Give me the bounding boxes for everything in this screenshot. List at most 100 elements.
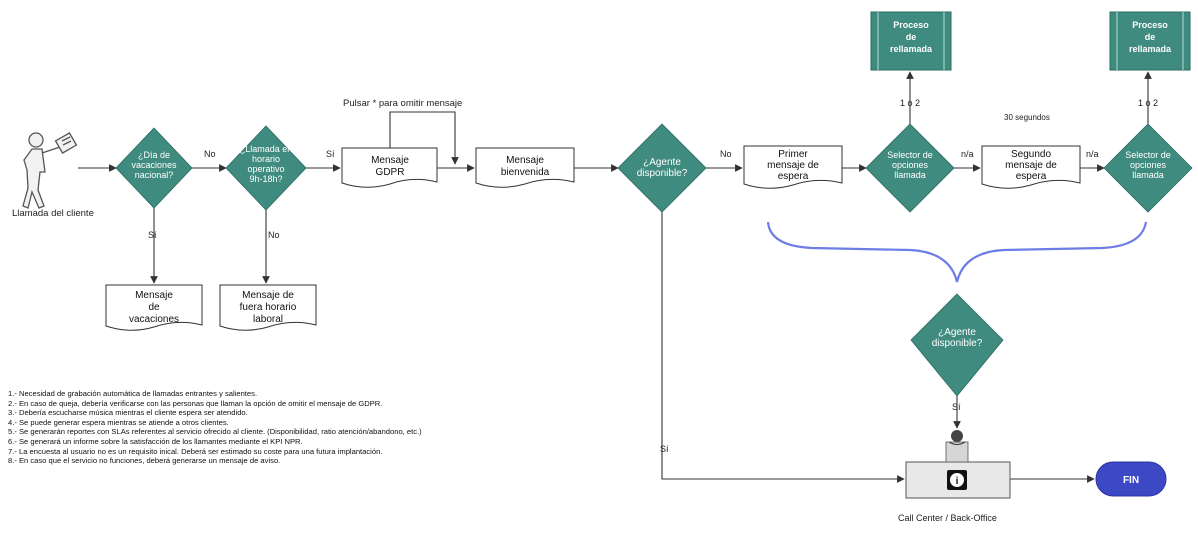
- doc-primer-line: Primer: [778, 149, 808, 160]
- edge-label-si-horario: Sí: [326, 149, 335, 159]
- decision-selector-2-line: llamada: [1132, 170, 1164, 180]
- edge-skip-gdpr: [389, 111, 459, 165]
- doc-bienvenida-line: Mensaje: [506, 155, 544, 166]
- call-center-label: Call Center / Back-Office: [898, 513, 997, 523]
- note-item: 6.- Se generará un informe sobre la sati…: [8, 436, 303, 446]
- note-item: 3.- Debería escucharse música mientras e…: [8, 408, 248, 418]
- decision-selector-1-line: opciones: [892, 160, 929, 170]
- doc-segundo-line: Segundo: [1011, 149, 1051, 160]
- fin-label: FIN: [1123, 475, 1139, 486]
- edge-label-no-horario: No: [268, 230, 280, 240]
- process-rellamada-1: Proceso de rellamada: [870, 11, 952, 71]
- process-rellamada-2: Proceso de rellamada: [1109, 11, 1191, 71]
- doc-primer-line: mensaje de: [767, 160, 819, 171]
- decision-horario-line: operativo: [247, 164, 284, 174]
- caller-figure: [22, 132, 78, 209]
- edge-agente1-callcenter: [661, 212, 905, 483]
- process-rellamada-1-line: rellamada: [890, 44, 933, 54]
- doc-fuera-horario-line: laboral: [253, 314, 283, 325]
- call-center-node: i: [905, 430, 1011, 499]
- decision-horario-line: ¿Llamada en: [240, 144, 293, 154]
- notes-list: 1.- Necesidad de grabación automática de…: [8, 389, 498, 466]
- decision-agente-2-line: ¿Agente: [938, 327, 976, 338]
- doc-fuera-horario-line: Mensaje de: [242, 290, 294, 301]
- decision-vacaciones-line: nacional?: [135, 170, 174, 180]
- decision-horario-line: horario: [252, 154, 280, 164]
- edge-label-si-agente1: Sí: [660, 444, 669, 454]
- decision-agente-1-line: disponible?: [637, 168, 688, 179]
- doc-primer-line: espera: [778, 171, 809, 182]
- decision-agente-1-line: ¿Agente: [643, 157, 681, 168]
- doc-gdpr-line: GDPR: [376, 167, 405, 178]
- grouping-brace: [766, 221, 1148, 283]
- edge-label-no-agente: No: [720, 149, 732, 159]
- decision-horario-line: 9h-18h?: [249, 174, 282, 184]
- note-item: 5.- Se generarán reportes con SLAs refer…: [8, 427, 422, 437]
- annotation-pulsar: Pulsar * para omitir mensaje: [343, 98, 462, 109]
- note-item: 2.- En caso de queja, debería verificars…: [8, 398, 383, 408]
- process-rellamada-2-line: de: [1145, 32, 1156, 42]
- process-rellamada-2-line: Proceso: [1132, 20, 1168, 30]
- fin-terminator: FIN: [1095, 461, 1167, 497]
- doc-fuera-horario-line: fuera horario: [240, 302, 297, 313]
- edge-label-1o2-b: 1 o 2: [1138, 98, 1158, 108]
- doc-vacaciones-line: vacaciones: [129, 314, 179, 325]
- doc-vacaciones-line: de: [148, 302, 160, 313]
- decision-selector-2-line: opciones: [1130, 160, 1167, 170]
- decision-agente-2-line: disponible?: [932, 338, 983, 349]
- decision-selector-1-line: llamada: [894, 170, 926, 180]
- decision-selector-1-line: Selector de: [887, 150, 933, 160]
- annotation-segundos: 30 segundos: [1004, 113, 1050, 122]
- note-item: 8.- En caso que el servicio no funciones…: [8, 456, 281, 466]
- note-item: 7.- La encuesta al usuario no es un requ…: [8, 446, 383, 456]
- edge-label-si-vacaciones: Sí: [148, 230, 157, 240]
- note-item: 1.- Necesidad de grabación automática de…: [8, 389, 258, 398]
- edge-label-na-1: n/a: [961, 149, 974, 159]
- doc-segundo-line: mensaje de: [1005, 160, 1057, 171]
- decision-vacaciones-line: vacaciones: [131, 160, 177, 170]
- doc-segundo-line: espera: [1016, 171, 1047, 182]
- connectors: [78, 71, 1152, 483]
- doc-gdpr-line: Mensaje: [371, 155, 409, 166]
- decision-selector-2-line: Selector de: [1125, 150, 1171, 160]
- process-rellamada-2-line: rellamada: [1129, 44, 1172, 54]
- edge-label-1o2-a: 1 o 2: [900, 98, 920, 108]
- info-icon: i: [956, 476, 959, 487]
- process-rellamada-1-line: Proceso: [893, 20, 929, 30]
- process-rellamada-1-line: de: [906, 32, 917, 42]
- note-item: 4.- Se puede generar espera mientras se …: [8, 417, 229, 427]
- decision-vacaciones-line: ¿Día de: [138, 150, 170, 160]
- doc-vacaciones-line: Mensaje: [135, 290, 173, 301]
- edge-label-na-2: n/a: [1086, 149, 1099, 159]
- caller-label: Llamada del cliente: [12, 208, 94, 219]
- edge-label-si-agente2: Sí: [952, 402, 961, 412]
- edge-label-no-vacaciones: No: [204, 149, 216, 159]
